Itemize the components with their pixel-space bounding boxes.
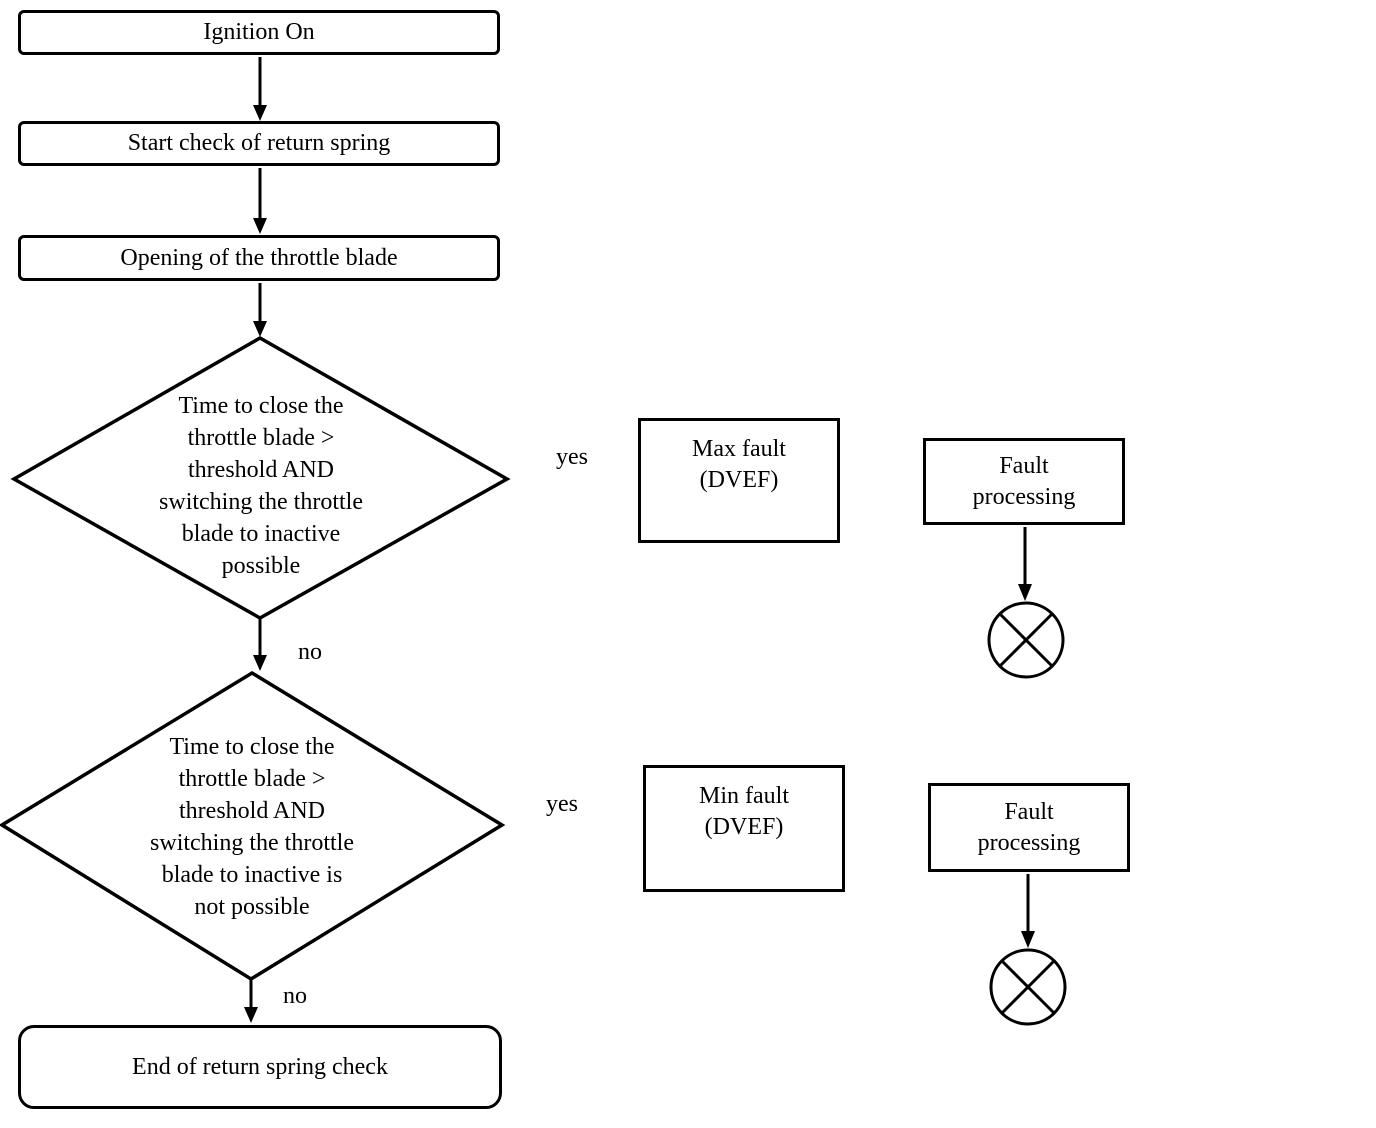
arrow-start-check-to-opening [253, 168, 267, 234]
edge-label-no-decision1: no [298, 639, 322, 665]
arrow-decision2-to-end [244, 980, 258, 1023]
edge-label-no-decision2: no [283, 983, 307, 1009]
decision1-diamond-shape [10, 335, 511, 621]
arrow-ignition-to-start-check [253, 57, 267, 121]
edge-label-yes-decision2: yes [546, 791, 578, 817]
crossed-circle-terminator-icon [989, 948, 1067, 1026]
node-fault-processing-2: Fault processing [928, 783, 1130, 872]
node-ignition-on: Ignition On [18, 10, 500, 55]
edge-label-yes-decision1: yes [556, 444, 588, 470]
node-max-fault-dvef: Max fault (DVEF) [638, 418, 840, 543]
node-fault-processing-1: Fault processing [923, 438, 1125, 525]
decision2-diamond-shape [0, 670, 506, 982]
arrow-fault-processing1-to-terminator1 [1018, 527, 1032, 601]
node-min-fault-dvef: Min fault (DVEF) [643, 765, 845, 892]
crossed-circle-terminator-icon [987, 601, 1065, 679]
node-end-of-return-spring-check: End of return spring check [18, 1025, 502, 1109]
node-opening-of-throttle-blade: Opening of the throttle blade [18, 235, 500, 281]
node-start-check-of-return-spring: Start check of return spring [18, 121, 500, 166]
node-decision-throttle-close-inactive-not-possible: Time to close the throttle blade > thres… [150, 734, 354, 920]
arrow-opening-to-decision1 [253, 283, 267, 337]
arrow-decision1-to-decision2 [253, 619, 267, 671]
arrow-fault-processing2-to-terminator2 [1021, 874, 1035, 948]
node-decision-throttle-close-inactive-possible: Time to close the throttle blade > thres… [159, 393, 363, 579]
